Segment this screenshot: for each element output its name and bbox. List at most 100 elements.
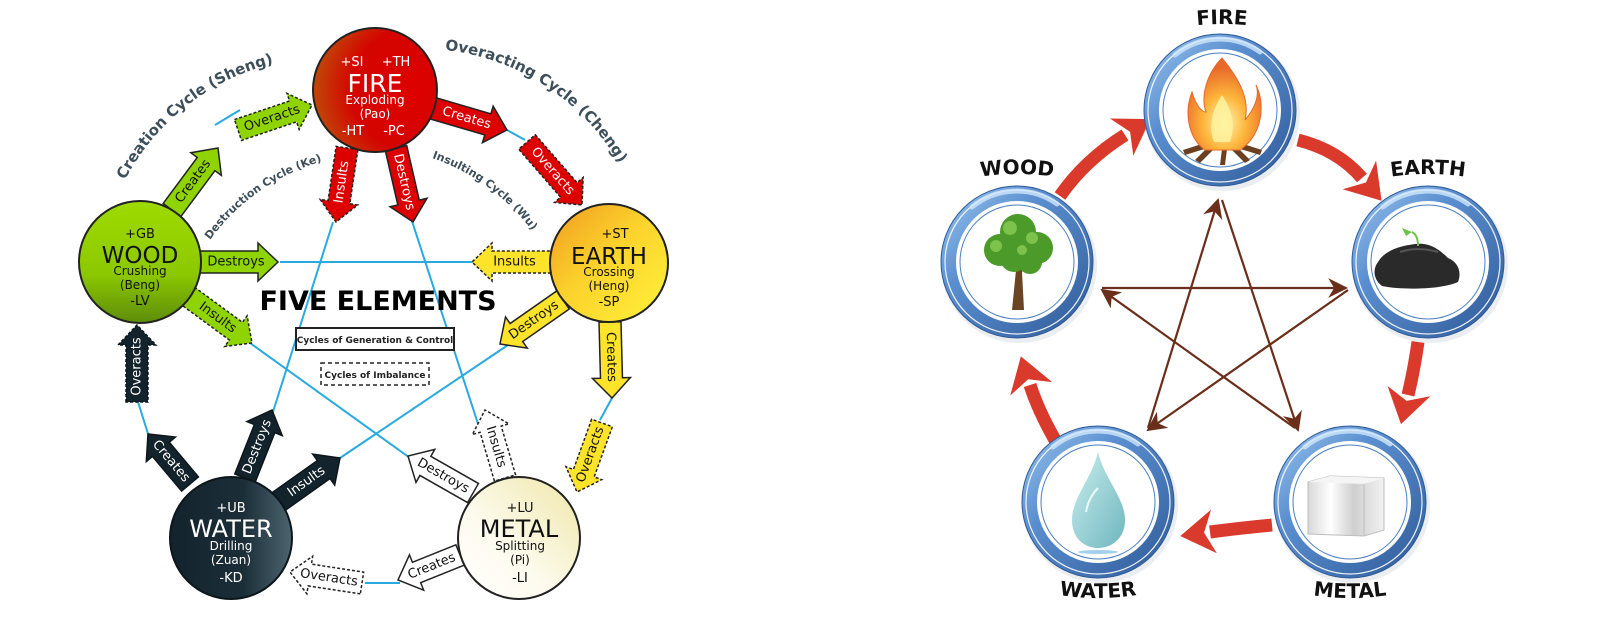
five-elements-detailed-diagram: Creation Cycle (Sheng) Overacting Cycle … bbox=[78, 27, 669, 600]
generation-arrow-fire-earth bbox=[1296, 133, 1382, 201]
control-arrow-metal-wood bbox=[1100, 288, 1296, 429]
wood-action: Crushing bbox=[113, 264, 166, 278]
fire-creates-arrow-shape bbox=[427, 96, 509, 145]
wood-label: WOOD bbox=[979, 155, 1056, 182]
earth-insults-label: Insults bbox=[493, 255, 536, 270]
wood-creates-arrow-shape bbox=[162, 147, 223, 218]
earth-meridian-st: +ST bbox=[601, 227, 628, 242]
control-arrow-earth-water bbox=[1146, 289, 1349, 432]
wood-meridian-lv: -LV bbox=[130, 294, 150, 309]
metal-name: METAL bbox=[480, 515, 559, 543]
five-elements-illustrated-diagram: FIRE EARTH METAL WATER WOOD bbox=[940, 5, 1508, 603]
generation-arrows bbox=[1010, 118, 1431, 554]
fire-overacts-arrow: Overacts bbox=[517, 133, 584, 206]
earth-overacts-arrow-shape bbox=[564, 418, 614, 494]
wood-overacts-arrow-shape bbox=[233, 91, 314, 142]
metal-overacts-arrow-shape bbox=[288, 554, 365, 596]
water-creates-arrow-shape bbox=[145, 433, 200, 493]
water-overacts-label: Overacts bbox=[130, 337, 145, 395]
water-node[interactable]: +UB WATER Drilling (Zuan) -KD bbox=[169, 476, 293, 600]
rock-with-sprout-icon bbox=[1374, 228, 1460, 289]
legend-dashed-label: Cycles of Imbalance bbox=[325, 371, 426, 381]
wood-chinese: (Beng) bbox=[120, 278, 160, 292]
earth-name: EARTH bbox=[571, 244, 647, 270]
insulting-cycle-label: Insulting Cycle (Wu) bbox=[431, 149, 540, 233]
control-arrow-water-fire bbox=[1146, 198, 1223, 429]
metal-insults-arrow: Insults bbox=[470, 408, 517, 483]
metal-node[interactable]: +LU METAL Splitting (Pi) -LI bbox=[457, 476, 581, 600]
fire-chinese: (Pao) bbox=[360, 107, 391, 121]
earth-creates-arrow: Creates bbox=[590, 320, 633, 400]
wood-meridian-gb: +GB bbox=[125, 227, 155, 242]
element-labels: FIRE EARTH METAL WATER WOOD bbox=[979, 5, 1467, 603]
fire-insults-label: Insults bbox=[331, 160, 352, 205]
water-destroys-arrow: Destroys bbox=[233, 408, 284, 484]
fire-circle bbox=[312, 27, 438, 153]
water-drop-icon bbox=[1072, 452, 1125, 554]
legend-solid-box bbox=[295, 327, 455, 351]
fire-node[interactable]: +SI +TH FIRE Exploding (Pao) -HT -PC bbox=[312, 27, 438, 153]
metal-insults-arrow-shape bbox=[470, 408, 517, 483]
legend: Cycles of Generation & Control Cycles of… bbox=[295, 327, 455, 386]
wood-insults-arrow-shape bbox=[180, 286, 253, 348]
water-meridian-kd: -KD bbox=[219, 571, 242, 586]
line-fire-water bbox=[271, 221, 334, 416]
earth-node[interactable]: +ST EARTH Crossing (Heng) -SP bbox=[549, 203, 669, 323]
fire-destroys-arrow-shape bbox=[384, 144, 429, 224]
fire-overacts-arrow-shape bbox=[517, 133, 584, 206]
earth-creates-label: Creates bbox=[603, 332, 619, 383]
fire-meridian-pc: -PC bbox=[383, 124, 405, 139]
generation-arrow-metal-water bbox=[1180, 509, 1273, 554]
water-insults-arrow-shape bbox=[270, 453, 341, 513]
element-rings bbox=[940, 33, 1508, 583]
fire-destroys-arrow: Destroys bbox=[384, 144, 429, 224]
line-wood-fire bbox=[214, 109, 241, 126]
water-label: WATER bbox=[1059, 576, 1138, 603]
legend-dashed-box bbox=[320, 362, 430, 386]
fire-meridian-th: +TH bbox=[382, 55, 411, 70]
fire-action: Exploding bbox=[345, 93, 404, 107]
earth-overacts-arrow: Overacts bbox=[564, 418, 614, 494]
campfire-icon bbox=[1183, 57, 1262, 165]
earth-chinese: (Heng) bbox=[589, 279, 630, 293]
fire-label: FIRE bbox=[1196, 5, 1249, 30]
generation-arrow-wood-fire bbox=[1054, 118, 1151, 200]
line-wood-metal bbox=[249, 342, 411, 459]
wood-destroys-label: Destroys bbox=[207, 255, 265, 270]
wood-destroys-arrow-shape bbox=[199, 241, 280, 283]
fire-meridian-si: +SI bbox=[341, 55, 364, 70]
earth-creates-arrow-shape bbox=[590, 320, 633, 400]
metal-meridian-lu: +LU bbox=[506, 501, 533, 516]
line-earth-metal bbox=[599, 397, 613, 421]
metal-creates-arrow: Creates bbox=[396, 543, 466, 592]
earth-label: EARTH bbox=[1389, 155, 1467, 182]
earth-meridian-sp: -SP bbox=[599, 295, 620, 310]
metal-creates-arrow-shape bbox=[396, 543, 466, 592]
water-action: Drilling bbox=[210, 539, 253, 553]
water-overacts-arrow-shape bbox=[116, 323, 158, 403]
tree-icon bbox=[984, 214, 1053, 310]
line-fire-metal bbox=[409, 214, 481, 431]
earth-circle bbox=[549, 203, 669, 323]
cycle-lines bbox=[137, 109, 613, 584]
earth-insults-arrow-shape bbox=[470, 241, 552, 283]
wood-destroys-arrow: Destroys bbox=[199, 241, 280, 283]
water-circle bbox=[169, 476, 293, 600]
water-destroys-arrow-shape bbox=[233, 408, 284, 484]
fire-name: FIRE bbox=[348, 69, 403, 98]
fire-insults-arrow: Insults bbox=[318, 145, 360, 224]
fire-creates-arrow: Creates bbox=[427, 96, 509, 145]
wood-node[interactable]: +GB WOOD Crushing (Beng) -LV bbox=[78, 200, 202, 324]
water-chinese: (Zuan) bbox=[211, 553, 251, 567]
metal-label: METAL bbox=[1313, 576, 1388, 603]
metal-destroys-arrow-shape bbox=[407, 448, 480, 504]
earth-insults-arrow: Insults bbox=[470, 241, 552, 283]
metal-chinese: (Pi) bbox=[510, 553, 530, 567]
fire-overacts-label: Overacts bbox=[528, 144, 578, 198]
metal-circle bbox=[457, 476, 581, 600]
metal-overacts-arrow: Overacts bbox=[288, 554, 365, 596]
diagram-title: FIVE ELEMENTS bbox=[259, 286, 496, 317]
metal-action: Splitting bbox=[495, 539, 545, 553]
line-earth-water bbox=[339, 344, 509, 459]
control-arrow-fire-metal bbox=[1220, 199, 1302, 432]
